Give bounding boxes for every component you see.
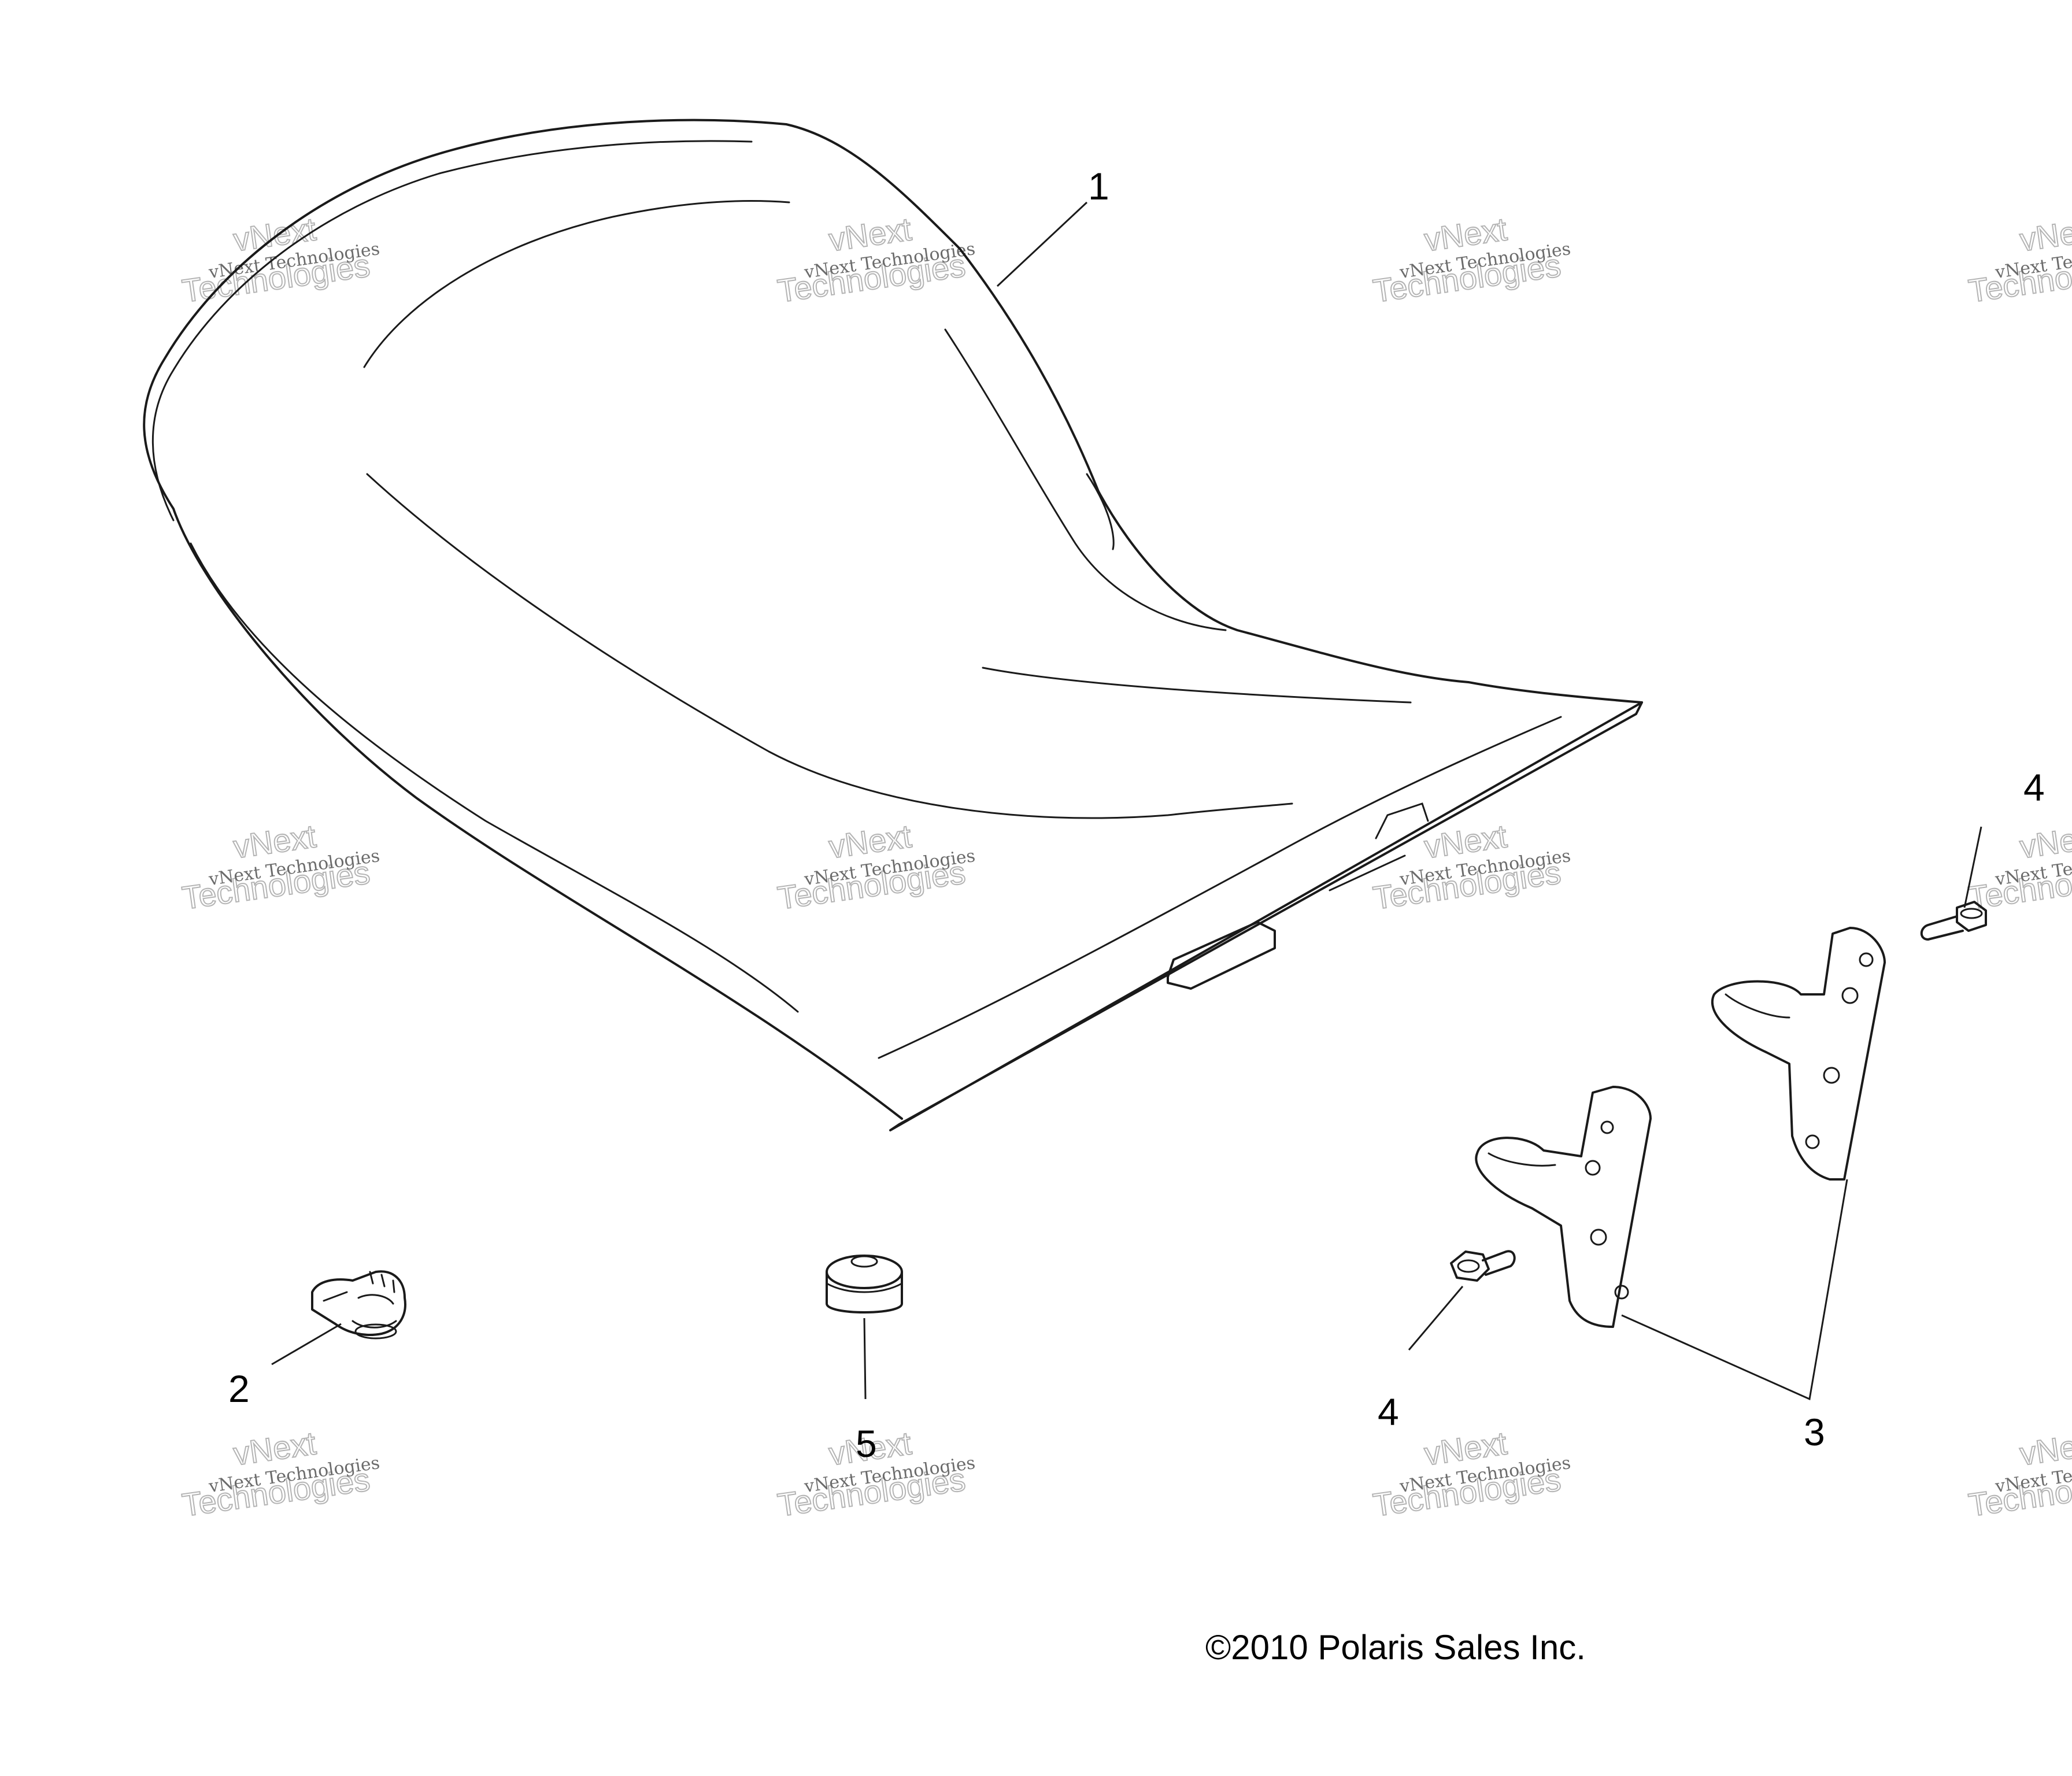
leader-line-1 — [996, 201, 1088, 287]
watermark: vNext Technologies vNext Technologies — [1966, 817, 2072, 917]
watermark-layer: vNext Technologies vNext Technologies vN… — [179, 210, 2072, 1524]
watermark: vNext Technologies vNext Technologies — [179, 1424, 381, 1524]
callout-4-bottom: 4 — [1378, 1390, 1399, 1433]
bracket-icon — [1475, 927, 1886, 1401]
bolt-icon — [1450, 1250, 1516, 1282]
leader-line-2 — [271, 1323, 342, 1366]
callout-4-top: 4 — [2023, 766, 2045, 809]
watermark: vNext Technologies vNext Technologies — [1370, 817, 1572, 917]
svg-text:vNext: vNext — [2018, 1424, 2072, 1472]
seat-icon — [143, 119, 1643, 1131]
leader-line-4a — [1963, 826, 1982, 908]
leader-line-4b — [1408, 1286, 1464, 1350]
callout-1: 1 — [1088, 165, 1109, 208]
watermark: vNext Technologies vNext Technologies — [775, 210, 976, 310]
callout-2: 2 — [228, 1367, 250, 1410]
svg-text:vNext: vNext — [2018, 210, 2072, 258]
watermark: vNext Technologies vNext Technologies — [1966, 1424, 2072, 1524]
watermark: vNext Technologies vNext Technologies — [1966, 210, 2072, 310]
watermark: vNext Technologies vNext Technologies — [179, 817, 381, 917]
leader-line-5 — [863, 1318, 867, 1400]
callout-5: 5 — [856, 1422, 877, 1465]
copyright-text: ©2010 Polaris Sales Inc. — [1205, 1628, 1586, 1667]
bolt-icon — [1920, 901, 1987, 941]
bumper-icon — [826, 1255, 903, 1314]
watermark: vNext Technologies vNext Technologies — [1370, 210, 1572, 310]
svg-text:vNext: vNext — [2018, 817, 2072, 865]
callout-3: 3 — [1804, 1411, 1825, 1453]
clip-icon — [311, 1270, 406, 1340]
watermark: vNext Technologies vNext Technologies — [775, 817, 976, 917]
